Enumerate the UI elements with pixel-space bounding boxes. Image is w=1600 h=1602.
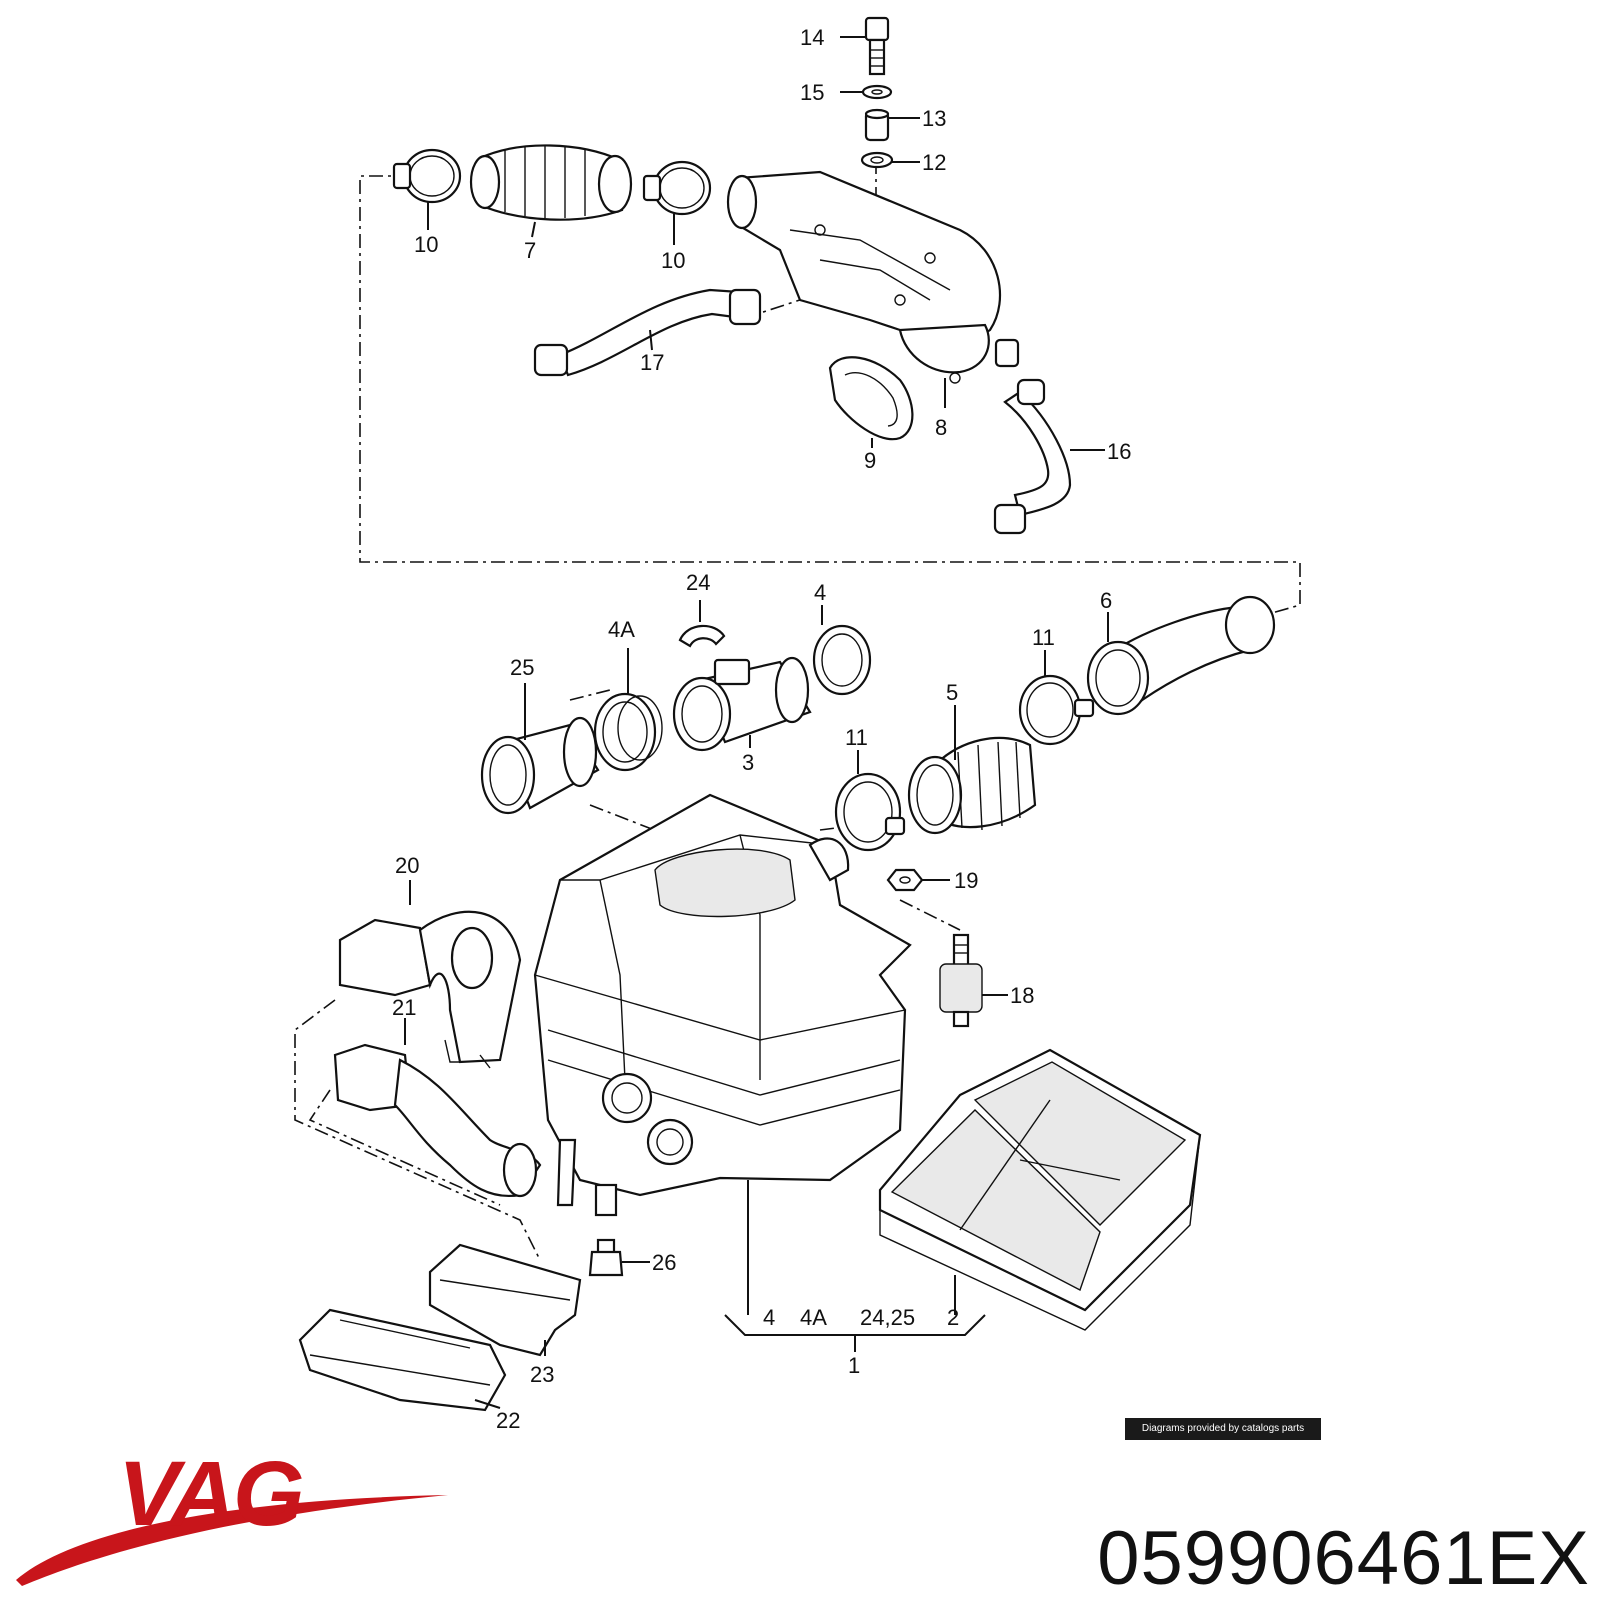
label-10-right: 10 (661, 248, 685, 273)
part-duct-21 (333, 1043, 542, 1198)
part-connector-25 (480, 716, 600, 815)
label-16: 16 (1107, 439, 1131, 464)
kit-label-24-25: 24,25 (860, 1305, 915, 1330)
part-duct-6 (1086, 595, 1276, 716)
label-4A: 4A (608, 617, 635, 642)
part-clamp-10-left (392, 148, 462, 204)
part-filter-element-2 (878, 1048, 1202, 1331)
kit-label-4A: 4A (800, 1305, 827, 1330)
part-ring-4A (593, 692, 663, 772)
label-5: 5 (946, 680, 958, 705)
vag-logo: VAG (16, 1443, 448, 1586)
part-clamp-11-lower (834, 772, 906, 852)
label-11-upper: 11 (1032, 625, 1055, 650)
label-3: 3 (742, 750, 754, 775)
label-24: 24 (686, 570, 710, 595)
label-22: 22 (496, 1408, 520, 1433)
logo-wordmark: VAG (118, 1443, 302, 1545)
part-clamp-11-upper (1018, 674, 1095, 746)
kit-label-2: 2 (947, 1305, 959, 1330)
label-14: 14 (800, 25, 824, 50)
label-6: 6 (1100, 588, 1112, 613)
label-18: 18 (1010, 983, 1034, 1008)
part-pipe-16 (993, 378, 1072, 535)
part-labels: 14 15 13 12 10 7 10 17 8 9 16 24 4A 4 25… (392, 25, 1131, 1433)
part-bushing-13 (864, 108, 890, 142)
part-fastener-26 (556, 1138, 624, 1277)
label-20: 20 (395, 853, 419, 878)
part-hose-5 (907, 736, 1037, 835)
label-13: 13 (922, 106, 946, 131)
label-4: 4 (814, 580, 826, 605)
logo-swoosh (16, 1495, 448, 1586)
part-seal-9 (828, 356, 914, 441)
part-mount-18 (939, 933, 983, 1028)
label-21: 21 (392, 995, 416, 1020)
label-26: 26 (652, 1250, 676, 1275)
part-intake-housing-8 (726, 170, 1020, 384)
part-washer-15 (861, 84, 893, 100)
label-10-left: 10 (414, 232, 438, 257)
leader-lines (404, 36, 1109, 1409)
label-25: 25 (510, 655, 534, 680)
part-clip-24 (678, 624, 726, 648)
label-12: 12 (922, 150, 946, 175)
part-clamp-10-right (642, 160, 712, 216)
part-air-filter-housing (533, 793, 912, 1197)
label-11-lower: 11 (845, 725, 868, 750)
diagram-credit: Diagrams provided by catalogs parts (1125, 1418, 1321, 1440)
label-15: 15 (800, 80, 824, 105)
part-nut-19 (886, 868, 924, 892)
part-grommet-12 (860, 151, 894, 169)
kit-label-4: 4 (763, 1305, 775, 1330)
part-airflow-meter-3 (672, 656, 812, 752)
part-duct-20 (338, 910, 522, 1069)
label-23: 23 (530, 1362, 554, 1387)
label-8: 8 (935, 415, 947, 440)
part-air-guide-23 (428, 1243, 582, 1357)
label-19: 19 (954, 868, 978, 893)
label-7: 7 (524, 238, 536, 263)
part-air-guide-22 (298, 1308, 507, 1412)
part-number: 059906461EX (1097, 1516, 1590, 1601)
kit-label-1: 1 (848, 1353, 860, 1378)
part-seal-4 (812, 624, 872, 696)
label-9: 9 (864, 448, 876, 473)
part-hose-7 (469, 144, 633, 221)
part-bolt-14 (864, 16, 890, 76)
label-17: 17 (640, 350, 664, 375)
